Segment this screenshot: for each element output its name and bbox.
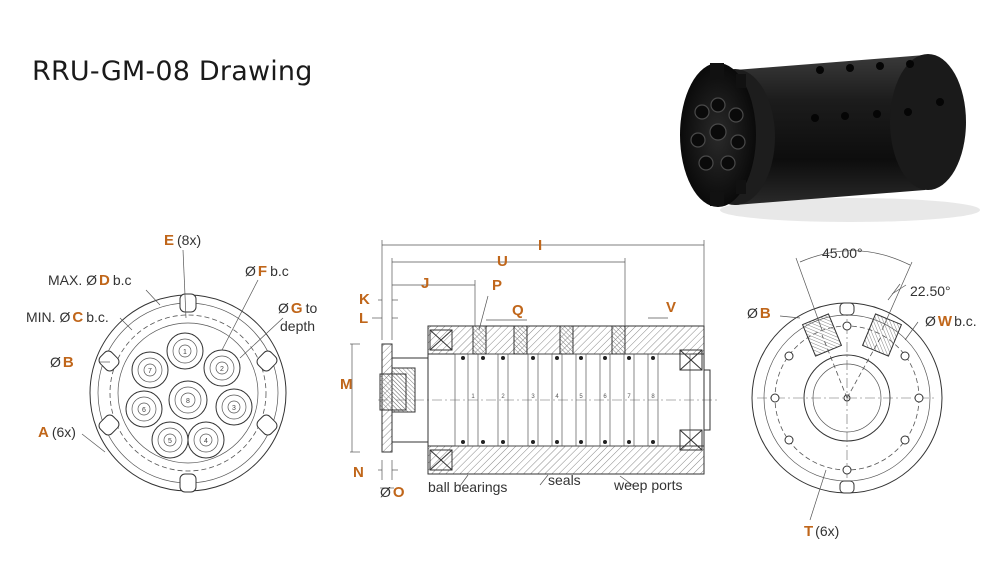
dim-j: J — [421, 275, 429, 292]
dim-g-depth: depth — [280, 318, 315, 334]
dim-a: A(6x) — [38, 424, 76, 441]
dim-e: E(8x) — [164, 232, 201, 249]
port-number: 4 — [204, 438, 208, 445]
dim-p: P — [492, 277, 502, 294]
groove-number: 1 — [471, 394, 475, 400]
groove-number: 3 — [531, 394, 535, 400]
port-number: 5 — [168, 438, 172, 445]
callout-ball-bearings: ball bearings — [428, 479, 507, 495]
groove-number: 2 — [501, 394, 505, 400]
dim-m: M — [340, 376, 353, 393]
dim-t: T(6x) — [804, 523, 839, 540]
dim-n: N — [353, 464, 364, 481]
dim-q: Q — [512, 302, 524, 319]
callout-weep-ports: weep ports — [613, 477, 682, 493]
port-number: 2 — [220, 366, 224, 373]
page-title: RRU-GM-08 Drawing — [32, 56, 313, 87]
dim-l: L — [359, 310, 368, 327]
dim-v: V — [666, 299, 676, 316]
seal-grooves — [472, 325, 626, 355]
port-number: 1 — [183, 349, 187, 356]
groove-number: 8 — [651, 394, 655, 400]
angle-22-5: 22.50° — [910, 283, 951, 299]
rotary-union-photo — [680, 54, 980, 222]
dim-u: U — [497, 253, 508, 270]
groove-number: 6 — [603, 394, 607, 400]
port-circles — [125, 332, 253, 459]
groove-number: 4 — [555, 394, 559, 400]
dim-k: K — [359, 291, 370, 308]
port-number: 3 — [232, 405, 236, 412]
port-number: 8 — [186, 398, 190, 405]
port-number: 6 — [142, 407, 146, 414]
groove-number: 7 — [627, 394, 631, 400]
callout-seals: seals — [548, 472, 581, 488]
groove-number: 5 — [579, 394, 583, 400]
section-view: 1 2 3 4 5 6 7 8 — [340, 237, 720, 501]
angle-45: 45.00° — [822, 245, 863, 261]
dim-i: I — [538, 237, 542, 254]
port-number: 7 — [148, 368, 152, 375]
